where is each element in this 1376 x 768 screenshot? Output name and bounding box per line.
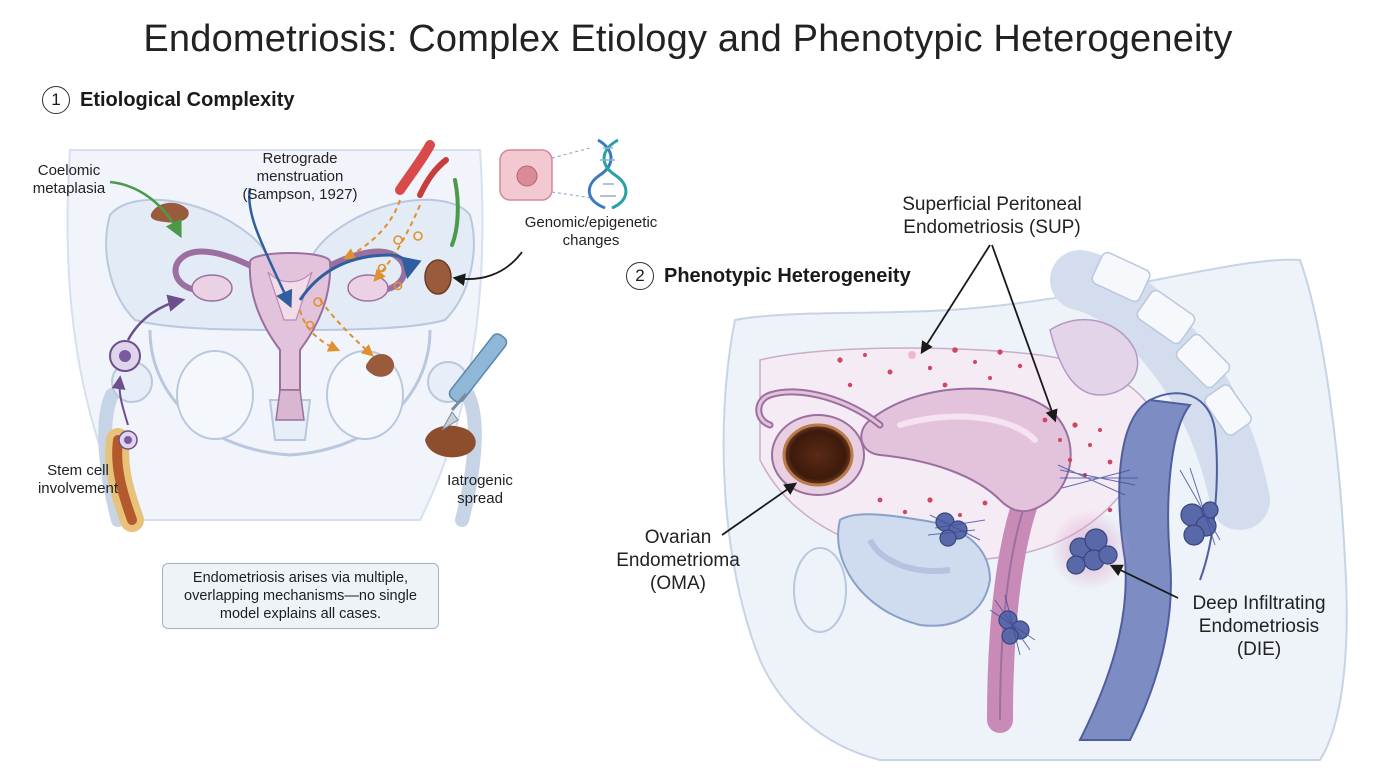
note-line: Endometriosis arises via multiple,: [192, 570, 409, 586]
label-iatrogenic-spread: Iatrogenic spread: [432, 472, 528, 508]
label-line: menstruation: [256, 168, 344, 185]
label-line: Superficial Peritoneal: [902, 194, 1082, 215]
label-line: Coelomic: [37, 162, 101, 179]
label-coelomic-metaplasia: Coelomic metaplasia: [24, 162, 114, 198]
scalpel-icon: [441, 333, 508, 431]
label-genomic-epigenetic: Genomic/epigenetic changes: [520, 214, 662, 250]
section-number-badge: 1: [42, 86, 70, 114]
label-line: metaplasia: [32, 180, 106, 197]
section-heading-label: Etiological Complexity: [80, 88, 295, 111]
label-line: spread: [457, 490, 503, 507]
label-line: Deep Infiltrating: [1192, 593, 1326, 614]
section-number-badge: 2: [626, 262, 654, 290]
summary-note: Endometriosis arises via multiple, overl…: [162, 563, 439, 629]
label-line: Ovarian: [644, 527, 712, 548]
cell-circles: [305, 231, 423, 330]
section-heading-label: Phenotypic Heterogeneity: [664, 264, 911, 287]
label-line: Endometrioma: [616, 550, 740, 571]
label-line: (OMA): [650, 573, 706, 594]
label-line: Endometriosis: [1198, 616, 1320, 637]
page-title: Endometriosis: Complex Etiology and Phen…: [143, 18, 1233, 60]
pointer-arrows: [721, 244, 1179, 599]
label-line: Retrograde: [262, 150, 338, 167]
sagittal-figure: [722, 250, 1348, 761]
label-oma: Ovarian Endometrioma (OMA): [600, 526, 756, 595]
die-nodules: [927, 464, 1221, 656]
label-sup: Superficial Peritoneal Endometriosis (SU…: [880, 193, 1104, 239]
genomic-figure: [452, 138, 628, 286]
label-line: Genomic/epigenetic: [524, 214, 658, 231]
endometrioma-figure: [771, 414, 865, 496]
label-stem-cell: Stem cell involvement: [26, 462, 130, 498]
uterus-sagittal: [755, 387, 1072, 513]
section-heading-etiology: 1 Etiological Complexity: [42, 86, 294, 114]
blood-vessels: [395, 140, 460, 247]
superficial-lesions: [837, 347, 1113, 517]
label-line: Iatrogenic: [447, 472, 513, 489]
ovarian-lesion: [424, 259, 452, 295]
section-heading-phenotype: 2 Phenotypic Heterogeneity: [626, 262, 911, 290]
label-line: Stem cell: [47, 462, 109, 479]
retrograde-arrows: [248, 187, 422, 309]
coelomic-arrow: [109, 180, 182, 239]
label-die: Deep Infiltrating Endometriosis (DIE): [1170, 592, 1348, 661]
label-line: Endometriosis (SUP): [903, 217, 1081, 238]
label-line: changes: [562, 232, 620, 249]
note-line: overlapping mechanisms—no single: [184, 588, 417, 604]
label-line: involvement: [37, 480, 119, 497]
dissemination-arrows: [299, 199, 421, 357]
label-retrograde-menstruation: Retrograde menstruation (Sampson, 1927): [230, 150, 370, 204]
peritoneal-lesion: [365, 353, 395, 377]
label-line: (Sampson, 1927): [242, 186, 358, 203]
stem-cell-figure: [105, 294, 186, 532]
iatrogenic-lesion: [425, 425, 476, 458]
label-line: (DIE): [1236, 639, 1282, 660]
note-line: model explains all cases.: [219, 606, 382, 622]
